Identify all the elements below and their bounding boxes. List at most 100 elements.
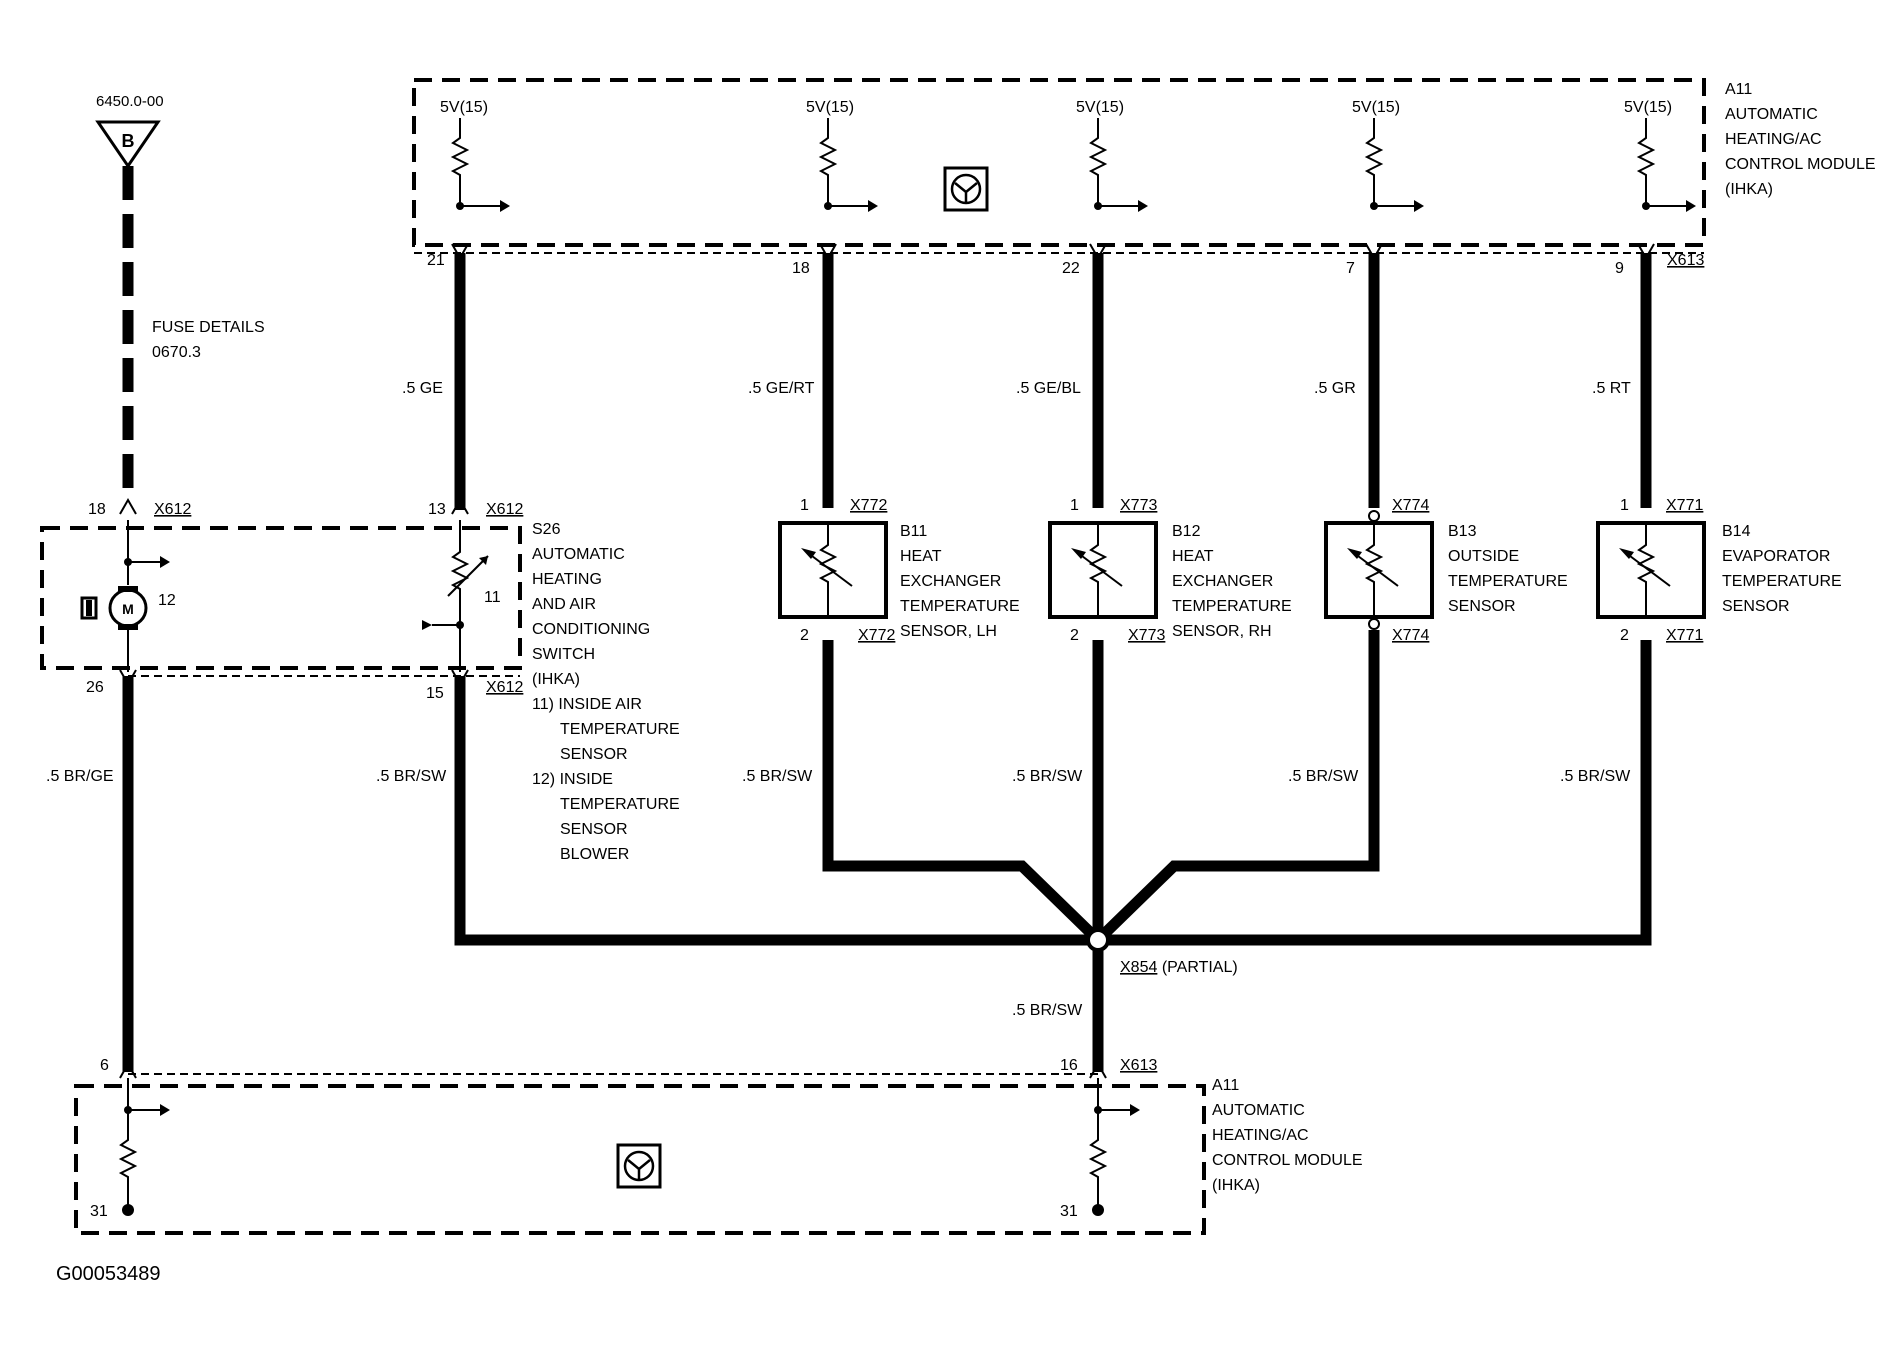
sensor-b12: 1 X773 2 X773 B12 HEAT EXCHANGER TEMPERA… (1048, 497, 1292, 644)
switch-line-5: SWITCH (532, 646, 595, 663)
bottom-module-outline (74, 1084, 1206, 1235)
bottom-module-line-4: (IHKA) (1212, 1177, 1260, 1194)
fuse-triangle-icon (95, 120, 161, 169)
supply-label-2: 5V(15) (806, 99, 854, 116)
sensor-b14-ref: B14 (1722, 523, 1751, 540)
sensor-b14-line-1: EVAPORATOR (1722, 548, 1830, 565)
pulldown-circuit-left (118, 1078, 170, 1216)
bottom-pin-31-left: 31 (90, 1203, 108, 1220)
switch-pin-13: 13 (428, 501, 446, 518)
sensor-b14-pin1: 1 (1620, 497, 1629, 514)
wire-label-br-ge: .5 BR/GE (46, 768, 114, 785)
wire-label-ge-bl: .5 GE/BL (1016, 380, 1081, 397)
wire-label-br-sw-2: .5 BR/SW (742, 768, 813, 785)
pullup-circuit-2: 5V(15) (806, 99, 878, 212)
top-control-module: A11 AUTOMATIC HEATING/AC CONTROL MODULE … (412, 78, 1876, 277)
splice-ref: X854 (PARTIAL) (1120, 959, 1238, 976)
splice-x854-icon (1086, 928, 1110, 952)
sensor-b13-line-1: OUTSIDE (1448, 548, 1519, 565)
pullup-circuit-4: 5V(15) (1352, 99, 1424, 212)
fuse-ref: 6450.0-00 (96, 93, 164, 110)
supply-label-1: 5V(15) (440, 99, 488, 116)
wire-label-splice-ground: .5 BR/SW (1012, 1002, 1083, 1019)
top-module-line-3: CONTROL MODULE (1725, 156, 1876, 173)
pullup-circuit-3: 5V(15) (1076, 99, 1148, 212)
sensor-b11-line-4: SENSOR, LH (900, 623, 997, 640)
switch-ref: S26 (532, 521, 561, 538)
switch-note-4: 12) INSIDE (532, 771, 613, 788)
supply-label-5: 5V(15) (1624, 99, 1672, 116)
wiring: X854 (PARTIAL) .5 GE .5 GE/RT .5 GE/BL .… (46, 243, 1655, 1079)
switch-note-5: TEMPERATURE (560, 796, 680, 813)
sensor-b11-pin1: 1 (800, 497, 809, 514)
switch-s26: 18 X612 13 X612 26 15 X612 M 12 (40, 501, 680, 863)
top-module-line-4: (IHKA) (1725, 181, 1773, 198)
sensor-b11-conn-bottom: X772 (858, 627, 895, 644)
sensor-b13-line-2: TEMPERATURE (1448, 573, 1568, 590)
switch-connector-x612-b: X612 (486, 501, 523, 518)
bottom-module-line-3: CONTROL MODULE (1212, 1152, 1363, 1169)
switch-line-4: CONDITIONING (532, 621, 650, 638)
sensor-b13-conn-bottom: X774 (1392, 627, 1429, 644)
sensor-b13: X774 X774 B13 OUTSIDE TEMPERATURE SENSOR (1324, 497, 1568, 644)
top-pin-22: 22 (1062, 260, 1080, 277)
blower-item-number: 12 (158, 592, 176, 609)
switch-outline (40, 526, 522, 670)
sensor-b12-line-1: HEAT (1172, 548, 1214, 565)
switch-line-6: (IHKA) (532, 671, 580, 688)
figure-id: G00053489 (56, 1263, 161, 1285)
bottom-module-ref: A11 (1212, 1077, 1239, 1094)
sensor-b11: 1 X772 2 X772 B11 HEAT EXCHANGER TEMPERA… (778, 497, 1020, 644)
wire-label-br-sw-4: .5 BR/SW (1288, 768, 1359, 785)
sensor-b12-conn-bottom: X773 (1128, 627, 1165, 644)
sensor-b13-line-3: SENSOR (1448, 598, 1516, 615)
switch-note-3: SENSOR (560, 746, 628, 763)
bottom-pin-6: 6 (100, 1057, 109, 1074)
switch-pin-26: 26 (86, 679, 104, 696)
fuse-feed: 6450.0-00 B FUSE DETAILS 0670.3 (95, 93, 265, 490)
top-module-symbol-icon (943, 166, 989, 212)
bottom-module-line-2: HEATING/AC (1212, 1127, 1309, 1144)
inside-temp-sensor-icon (422, 520, 489, 672)
wire-label-rt: .5 RT (1592, 380, 1631, 397)
switch-pin-18: 18 (88, 501, 106, 518)
top-module-line-1: AUTOMATIC (1725, 106, 1818, 123)
sensor-b14-line-3: SENSOR (1722, 598, 1790, 615)
sensor-b11-pin2: 2 (800, 627, 809, 644)
sensor-b14-line-2: TEMPERATURE (1722, 573, 1842, 590)
pullup-circuit-1: 5V(15) (440, 99, 510, 212)
sensor-b14-conn-bottom: X771 (1666, 627, 1703, 644)
fuse-details-1: FUSE DETAILS (152, 319, 265, 336)
wire-label-br-sw-1: .5 BR/SW (376, 768, 447, 785)
sensor-item-number: 11 (484, 589, 501, 606)
wire-label-br-sw-5: .5 BR/SW (1560, 768, 1631, 785)
switch-line-3: AND AIR (532, 596, 596, 613)
sensor-b12-line-2: EXCHANGER (1172, 573, 1273, 590)
sensor-b11-conn-top: X772 (850, 497, 887, 514)
fuse-symbol-letter: B (122, 131, 135, 151)
top-pin-9: 9 (1615, 260, 1624, 277)
supply-label-3: 5V(15) (1076, 99, 1124, 116)
switch-note-1: 11) INSIDE AIR (532, 696, 642, 713)
sensor-b12-ref: B12 (1172, 523, 1201, 540)
bottom-control-module: 6 16 X613 31 31 A11 AUTOMATIC HEATING/AC… (74, 1057, 1363, 1235)
pullup-circuit-5: 5V(15) (1624, 99, 1696, 212)
wire-label-ge: .5 GE (402, 380, 443, 397)
wire-b13-ground (1094, 630, 1380, 944)
top-module-ref: A11 (1725, 81, 1752, 98)
wire-label-gr: .5 GR (1314, 380, 1356, 397)
top-module-line-2: HEATING/AC (1725, 131, 1822, 148)
switch-connector-x612-a: X612 (154, 501, 191, 518)
bottom-module-line-1: AUTOMATIC (1212, 1102, 1305, 1119)
bottom-connector-label: X613 (1120, 1057, 1157, 1074)
switch-note-7: BLOWER (560, 846, 629, 863)
wire-label-ge-rt: .5 GE/RT (748, 380, 815, 397)
sensor-b14-conn-top: X771 (1666, 497, 1703, 514)
wire-label-br-sw-3: .5 BR/SW (1012, 768, 1083, 785)
top-connector-label: X613 (1667, 252, 1704, 269)
sensor-b11-line-3: TEMPERATURE (900, 598, 1020, 615)
sensor-b12-pin1: 1 (1070, 497, 1079, 514)
sensor-b11-line-2: EXCHANGER (900, 573, 1001, 590)
switch-pin-15: 15 (426, 685, 444, 702)
